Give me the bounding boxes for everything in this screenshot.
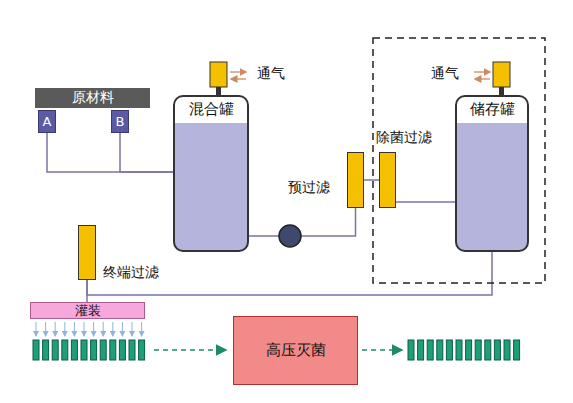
bottle [504,340,510,360]
vent-mixer [210,62,246,96]
bottle [408,340,414,360]
node-text: 除菌过滤 [376,129,432,147]
bottle [427,340,433,360]
bottle [33,340,39,360]
node-text: 原材料 [72,89,114,107]
pipe-connector [86,280,88,302]
bottle [139,340,145,360]
pipe-connector [364,179,379,181]
fill-arrow [74,322,75,336]
fill-arrow [84,322,85,336]
fill-arrow [103,322,104,336]
fill-arrow [64,322,65,336]
bottle [43,340,49,360]
pipe-connector [249,208,356,236]
vent-label: 通气 [431,65,459,83]
material-box: B [111,110,129,133]
bottle [485,340,491,360]
bottle [446,340,452,360]
sterilizer-box: 高压灭菌 [233,316,358,385]
bottle [456,340,462,360]
dashed-region [373,38,545,283]
bottle [418,340,424,360]
bottle [514,340,520,360]
pipe-connector [396,201,455,203]
node-text: B [116,114,125,129]
vent-label: 通气 [257,65,285,83]
node-text: 灌装 [75,302,101,320]
bottle [81,340,87,360]
filling-bar: 灌装 [30,302,145,319]
fill-arrow [55,322,56,336]
bottle [71,340,77,360]
bottle [494,340,500,360]
pipe-connector [120,133,173,172]
fill-arrow [122,322,123,336]
bottle [475,340,481,360]
storage-tank: 储存罐 [455,95,529,252]
fill-arrow [45,322,46,336]
bottle [100,340,106,360]
vent-storage [474,62,510,96]
fill-arrow [112,322,113,336]
node-text: A [43,114,52,129]
pipe-connector [47,133,173,172]
filter: 除菌过滤 [379,152,396,208]
node-text: 高压灭菌 [266,341,326,360]
mixing-tank: 混合罐 [173,95,249,252]
flow-arrow [362,349,402,351]
bottle [129,340,135,360]
fill-arrow [36,322,37,336]
bottle [52,340,58,360]
node-text: 混合罐 [189,100,234,118]
bottle [91,340,97,360]
fill-arrow [132,322,133,336]
filter: 预过滤 [347,152,364,208]
node-text: 储存罐 [470,100,515,118]
bottle [119,340,125,360]
pump [279,225,301,247]
bottle [62,340,68,360]
material-bar: 原材料 [35,88,150,108]
pipe-connector [87,252,492,295]
bottle [110,340,116,360]
flow-arrow [154,349,226,351]
bottle [437,340,443,360]
node-text: 预过滤 [288,179,330,197]
material-box: A [38,110,56,133]
node-text: 终端过滤 [103,264,159,282]
bottle [466,340,472,360]
filter: 终端过滤 [78,225,96,280]
fill-arrow [141,322,142,336]
fill-arrow [93,322,94,336]
